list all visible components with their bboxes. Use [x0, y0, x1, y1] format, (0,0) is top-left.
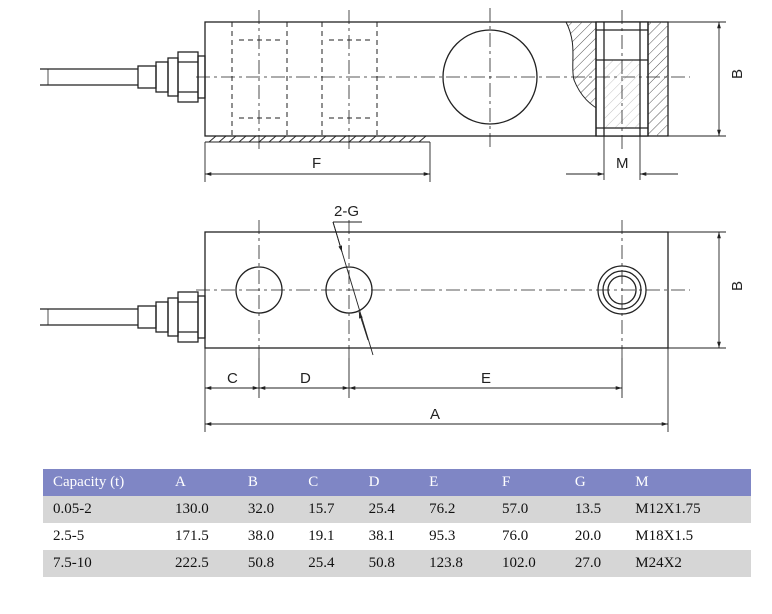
table-cell: 76.0 [501, 528, 529, 544]
load-cell-technical-drawing: F M B [40, 8, 746, 432]
table-cell: 102.0 [491, 550, 565, 577]
dim-label-a: A [430, 406, 440, 423]
table-cell: 95.3 [429, 528, 456, 544]
dim-label-f: F [312, 155, 321, 172]
table-cell: M12X1.75 [625, 496, 751, 523]
table-cell: 123.8 [419, 550, 492, 577]
table-row: 0.05-2 130.0 32.0 15.7 25.4 76.2 57.0 13… [43, 496, 751, 523]
table-cell: 130.0 [165, 496, 238, 523]
table-header-row: Capacity (t) A B C D E F G M [43, 469, 751, 496]
col-header-m: M [625, 469, 751, 496]
table-cell: 20.0 [574, 528, 602, 544]
dimension-spec-table: Capacity (t) A B C D E F G M 0.05-2 130.… [43, 469, 751, 577]
table-cell: 25.4 [358, 496, 420, 523]
side-view [40, 8, 726, 182]
table-cell: 19.1 [308, 528, 335, 544]
table-cell: 57.0 [491, 496, 565, 523]
table-cell: 222.5 [165, 550, 238, 577]
col-header-capacity: Capacity (t) [43, 469, 165, 496]
table-row: 7.5-10 222.5 50.8 25.4 50.8 123.8 102.0 … [43, 550, 751, 577]
col-header-d: D [358, 469, 420, 496]
dim-label-d: D [300, 370, 311, 387]
table-cell: 27.0 [564, 550, 626, 577]
top-view [40, 220, 726, 432]
dim-label-m: M [616, 155, 629, 172]
table-cell: 171.5 [175, 528, 209, 544]
dim-label-g: 2-G [334, 203, 359, 220]
table-cell: M18X1.5 [635, 528, 694, 544]
dim-label-e: E [481, 370, 491, 387]
table-cell: 38.0 [247, 528, 275, 544]
table-cell: 50.8 [237, 550, 299, 577]
table-cell: 2.5-5 [53, 528, 85, 544]
table-cell: 32.0 [237, 496, 299, 523]
col-header-a: A [165, 469, 238, 496]
table-cell: 50.8 [358, 550, 420, 577]
table-row: 2.5-5 171.5 38.0 19.1 38.1 95.3 76.0 20.… [43, 523, 751, 550]
table-cell: 7.5-10 [43, 550, 165, 577]
dim-label-c: C [227, 370, 238, 387]
col-header-f: F [491, 469, 565, 496]
col-header-c: C [298, 469, 359, 496]
dim-label-b-top: B [729, 69, 746, 79]
table-cell: 38.1 [368, 528, 395, 544]
table-cell: 76.2 [419, 496, 492, 523]
dim-label-b-bottom: B [729, 281, 746, 291]
col-header-e: E [419, 469, 492, 496]
table-cell: 25.4 [298, 550, 359, 577]
gauge-pocket-circle [442, 29, 538, 125]
col-header-g: G [564, 469, 626, 496]
table-cell: M24X2 [625, 550, 751, 577]
cable-bottom [40, 291, 206, 343]
cable-top [40, 51, 206, 103]
table-cell: 15.7 [298, 496, 359, 523]
col-header-b: B [237, 469, 299, 496]
table-cell: 13.5 [564, 496, 626, 523]
table-cell: 0.05-2 [43, 496, 165, 523]
